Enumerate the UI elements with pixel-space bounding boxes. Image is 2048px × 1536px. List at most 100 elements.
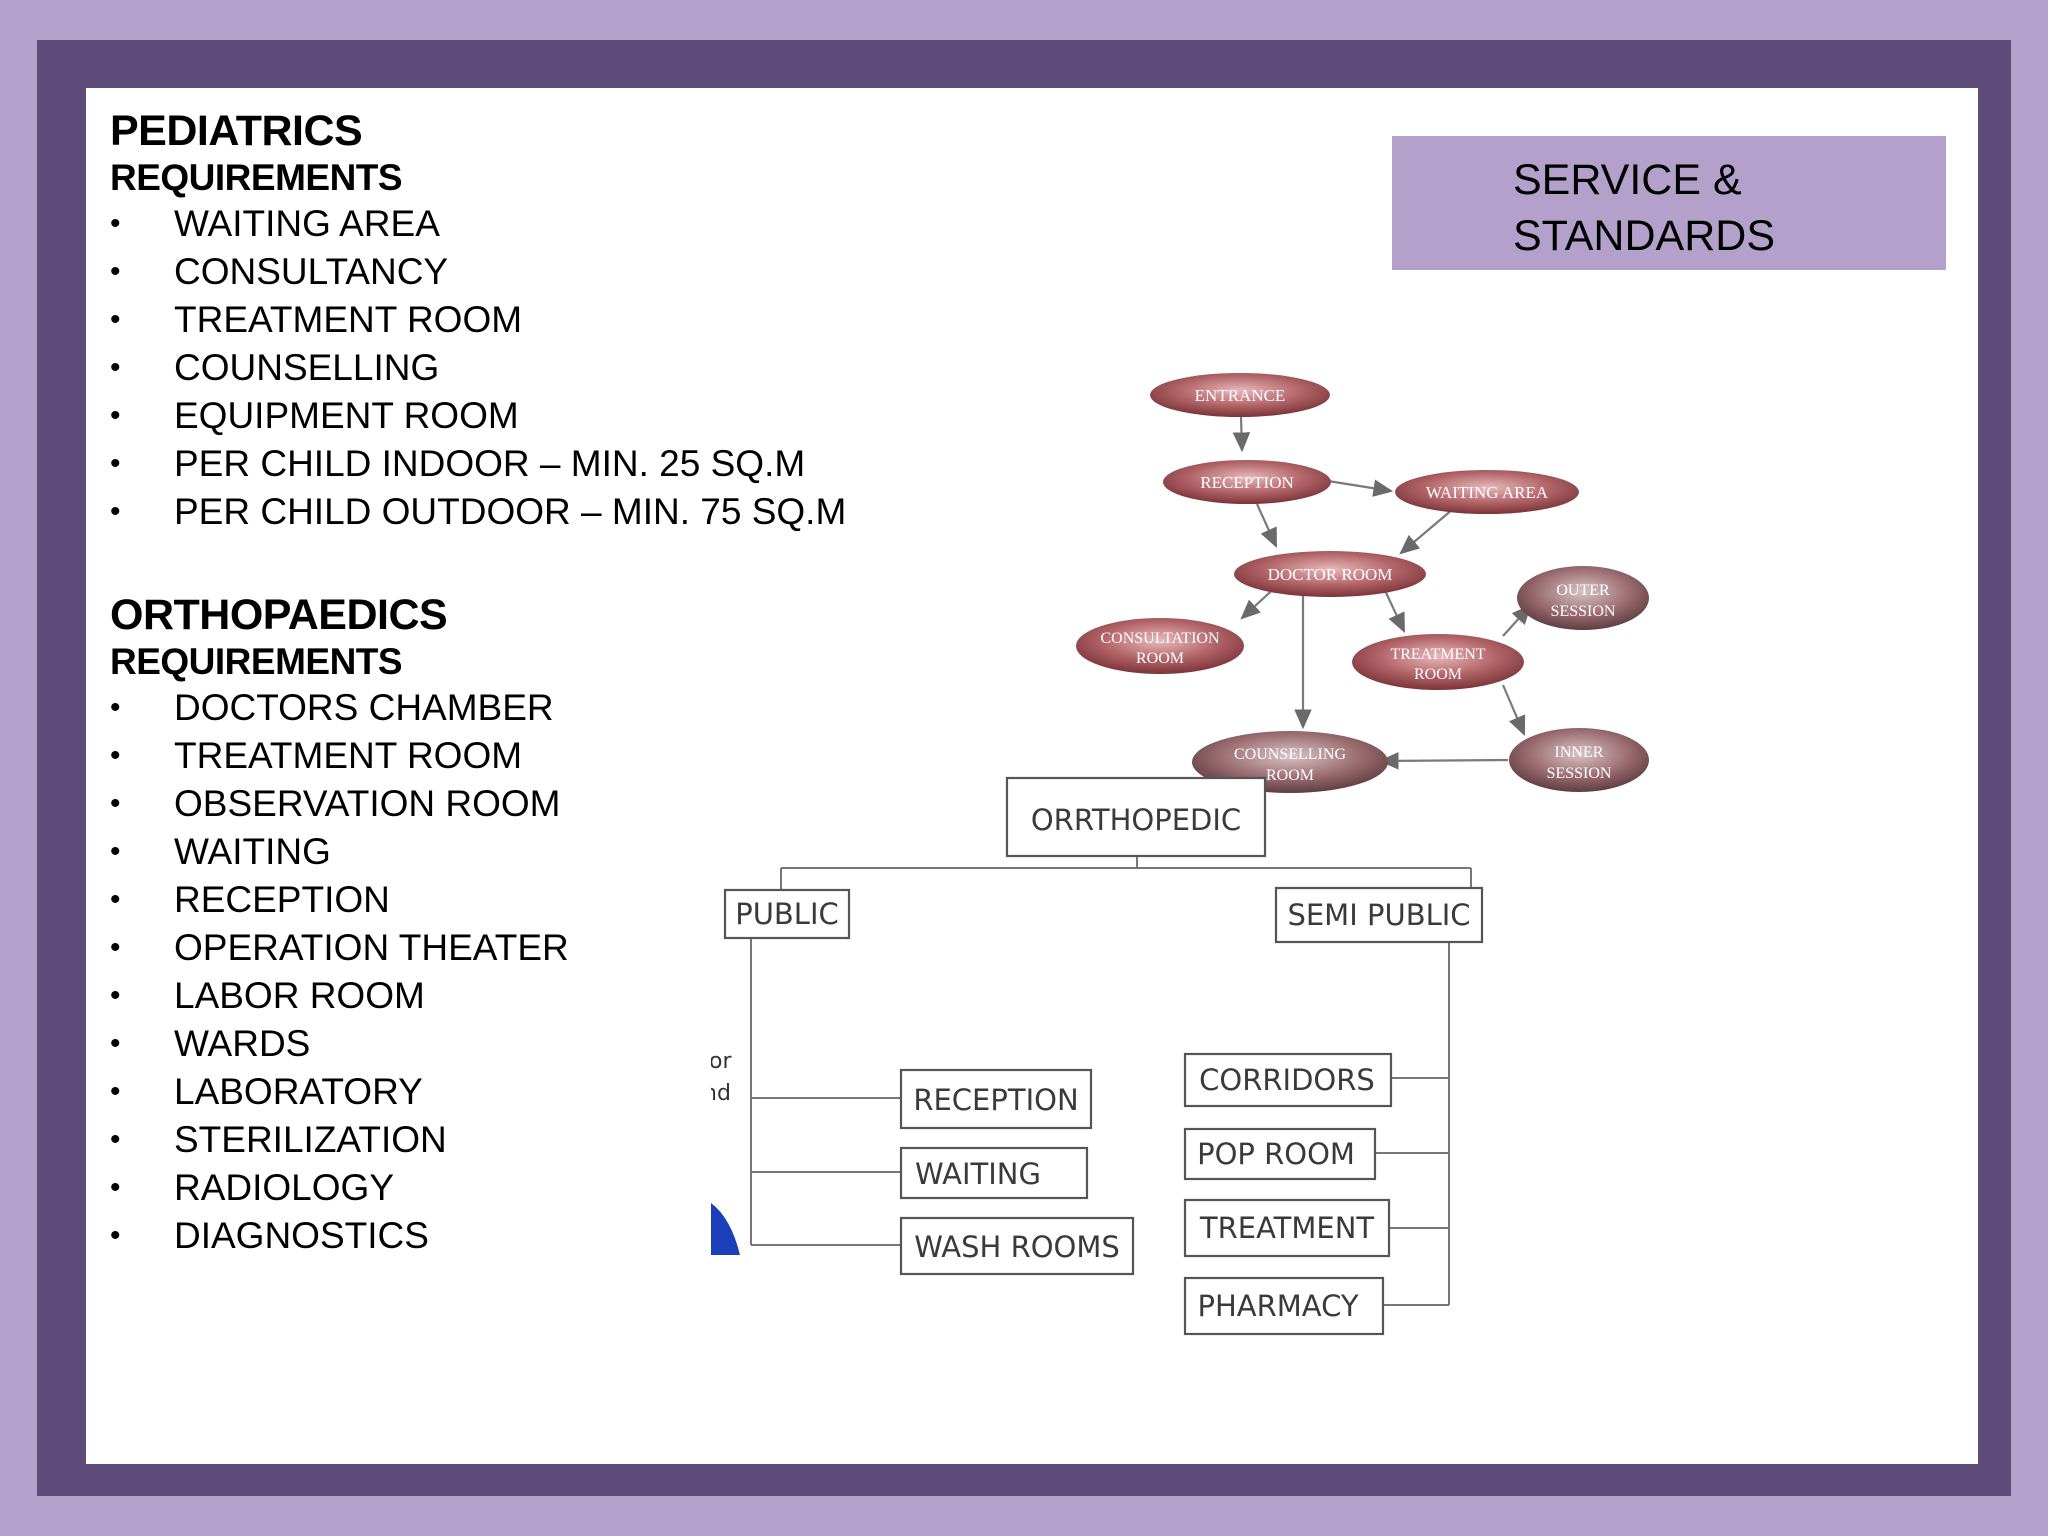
tree-node-waiting: WAITING <box>915 1157 1041 1191</box>
pediatrics-flow-diagram: ENTRANCE RECEPTION WAITING AREA DOCTOR R… <box>1076 373 1649 793</box>
flow-node-label: ROOM <box>1266 767 1314 784</box>
list-item: •RADIOLOGY <box>110 1164 569 1212</box>
list-item: • CONSULTANCY <box>110 248 846 296</box>
list-item-label: LABORATORY <box>174 1071 423 1112</box>
list-item: •PER CHILD INDOOR – MIN. 25 SQ.M <box>110 440 846 488</box>
bullet-icon: • <box>110 255 121 288</box>
bullet-icon: • <box>110 1123 121 1156</box>
bullet-icon: • <box>110 495 121 528</box>
bullet-icon: • <box>110 835 121 868</box>
list-item: •RECEPTION <box>110 876 569 924</box>
flow-node-label: CONSULTATION <box>1100 630 1219 647</box>
tree-node-pop-room: POP ROOM <box>1197 1137 1355 1171</box>
list-item-label: EQUIPMENT ROOM <box>174 395 519 436</box>
pediatrics-list: • WAITING AREA • CONSULTANCY • TREATMENT RO… <box>110 200 846 536</box>
list-item: • COUNSELLING <box>110 344 846 392</box>
flow-node-label: INNER <box>1555 744 1604 761</box>
flow-node-outer-session: OUTER SESSION <box>1517 566 1649 630</box>
tree-node-pharmacy: PHARMACY <box>1197 1289 1358 1323</box>
badge-line-1: SERVICE & <box>1513 156 1742 204</box>
flow-node-label: DOCTOR ROOM <box>1268 565 1393 584</box>
pediatrics-title: PEDIATRICS <box>110 107 363 155</box>
flow-node-consultation-room: CONSULTATION ROOM <box>1076 618 1244 674</box>
list-item-label: OPERATION THEATER <box>174 927 569 968</box>
flow-node-inner-session: INNER SESSION <box>1509 728 1649 792</box>
pediatrics-subtitle: REQUIREMENTS <box>110 157 403 198</box>
list-item-label: COUNSELLING <box>174 347 440 388</box>
list-item-label: PER CHILD INDOOR – MIN. 25 SQ.M <box>174 443 806 484</box>
list-item-label: RADIOLOGY <box>174 1167 394 1208</box>
tree-node-waiting-box <box>899 1146 1089 1200</box>
list-item: •EQUIPMENT ROOM <box>110 392 846 440</box>
tree-node-root-box <box>1005 776 1267 858</box>
badge-line-2: STANDARDS <box>1513 212 1776 260</box>
list-item-label: DOCTORS CHAMBER <box>174 687 554 728</box>
bullet-icon: • <box>110 979 121 1012</box>
tree-node-semi-public: SEMI PUBLIC <box>1287 898 1470 932</box>
list-item: • TREATMENT ROOM <box>110 296 846 344</box>
tree-node-treatment: TREATMENT <box>1199 1211 1375 1245</box>
tree-node-root: ORRTHOPEDIC <box>1031 803 1241 837</box>
tree-edges <box>750 856 1472 1306</box>
flow-edges <box>1232 416 1532 770</box>
bullet-icon: • <box>110 351 121 384</box>
tree-node-corridors-box <box>1183 1052 1393 1108</box>
list-item: • DIAGNOSTICS <box>110 1212 569 1260</box>
flow-node-doctor-room: DOCTOR ROOM <box>1234 551 1426 597</box>
list-item: • WAITING AREA <box>110 200 846 248</box>
list-item: • TREATMENT ROOM <box>110 732 569 780</box>
list-item: • WAITING <box>110 828 569 876</box>
tree-node-public: PUBLIC <box>735 897 839 931</box>
list-item-label: WARDS <box>174 1023 311 1064</box>
flow-node-label: ROOM <box>1136 650 1184 667</box>
cropped-text-fragment: nd <box>711 1081 731 1106</box>
cropped-shape <box>711 1203 740 1255</box>
flow-node-label: ROOM <box>1414 666 1462 683</box>
orthopaedics-title: ORTHOPAEDICS <box>110 591 448 639</box>
list-item-label: TREATMENT ROOM <box>174 735 523 776</box>
tree-node-reception-box <box>899 1068 1093 1130</box>
flow-node-label: SESSION <box>1551 603 1616 620</box>
flow-node-label: WAITING AREA <box>1426 483 1549 502</box>
bullet-icon: • <box>110 739 121 772</box>
list-item-label: LABOR ROOM <box>174 975 425 1016</box>
bullet-icon: • <box>110 931 121 964</box>
list-item-label: RECEPTION <box>174 879 390 920</box>
list-item-label: PER CHILD OUTDOOR – MIN. 75 SQ.M <box>174 491 847 532</box>
list-item: •DOCTORS CHAMBER <box>110 684 569 732</box>
flow-node-label: OUTER <box>1556 582 1610 599</box>
flow-node-label: ENTRANCE <box>1195 386 1286 405</box>
flow-node-reception: RECEPTION <box>1163 460 1331 504</box>
flow-node-label: SESSION <box>1547 765 1612 782</box>
tree-nodes <box>723 776 1484 1336</box>
flow-node-treatment-room: TREATMENT ROOM <box>1352 634 1524 690</box>
list-item: • WARDS <box>110 1020 569 1068</box>
tree-node-wash-rooms-box <box>899 1216 1135 1276</box>
orthopedic-tree-diagram: or nd <box>711 856 1472 1306</box>
bullet-icon: • <box>110 303 121 336</box>
list-item: • STERILIZATION <box>110 1116 569 1164</box>
bullet-icon: • <box>110 1027 121 1060</box>
bullet-icon: • <box>110 1075 121 1108</box>
tree-node-pharmacy-box <box>1183 1276 1385 1336</box>
pediatrics-section: PEDIATRICS REQUIREMENTS • WAITING AREA • C… <box>110 106 846 536</box>
service-standards-badge: SERVICE & STANDARDS <box>1392 136 1946 270</box>
list-item-label: CONSULTANCY <box>174 251 449 292</box>
list-item-label: DIAGNOSTICS <box>174 1215 429 1256</box>
tree-node-corridors: CORRIDORS <box>1199 1063 1375 1097</box>
list-item-label: WAITING <box>174 831 331 872</box>
bullet-icon: • <box>110 787 121 820</box>
list-item: • LABORATORY <box>110 1068 569 1116</box>
flow-node-label: TREATMENT <box>1390 646 1485 663</box>
list-item: • LABOR ROOM <box>110 972 569 1020</box>
tree-node-semi-public-box <box>1274 886 1484 944</box>
list-item-label: TREATMENT ROOM <box>174 299 523 340</box>
tree-node-public-box <box>723 888 851 940</box>
slide: PEDIATRICS REQUIREMENTS • WAITING AREA • C… <box>86 88 1978 1464</box>
list-item: • PER CHILD OUTDOOR – MIN. 75 SQ.M <box>110 488 846 536</box>
bullet-icon: • <box>110 207 121 240</box>
list-item-label: OBSERVATION ROOM <box>174 783 561 824</box>
list-item-label: WAITING AREA <box>174 203 440 244</box>
bullet-icon: • <box>110 1219 121 1252</box>
list-item-label: STERILIZATION <box>174 1119 447 1160</box>
